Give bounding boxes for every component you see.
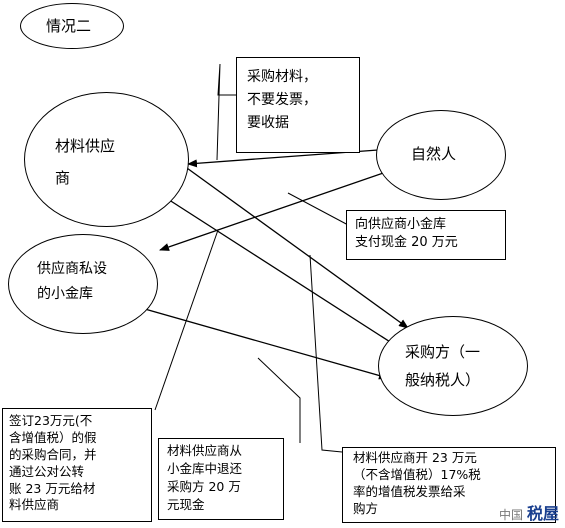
note-pay-cash-text: 向供应商小金库 支付现金 20 万元 bbox=[355, 217, 458, 250]
note-pay-cash: 向供应商小金库 支付现金 20 万元 bbox=[346, 210, 506, 260]
arrow-supplier-to-buyer bbox=[179, 162, 409, 329]
arrow-vault-to-buyer bbox=[119, 301, 389, 380]
vault-node: 供应商私设 的小金库 bbox=[8, 234, 158, 334]
note-buy-material-text: 采购材料， 不要发票， 要收据 bbox=[247, 69, 317, 132]
callout-fake-contract bbox=[154, 229, 219, 411]
watermark-logo: 中国税屋 bbox=[499, 500, 559, 524]
note-invoice-text: 材料供应商开 23 万元 （不含增值税）17%税 率的增值税发票给采 购方 bbox=[353, 450, 481, 516]
supplier-label: 材料供应 商 bbox=[55, 137, 116, 187]
watermark-cn: 中国 bbox=[498, 508, 523, 522]
vault-label: 供应商私设 的小金库 bbox=[37, 261, 107, 302]
callout-refund bbox=[257, 357, 301, 443]
scenario-title-ellipse: 情况二 bbox=[20, 3, 124, 49]
note-fake-contract-text: 签订23万元(不 含增值税）的假 的采购合同，并 通过公对公转 账 23 万元给… bbox=[9, 413, 97, 513]
note-invoice: 材料供应商开 23 万元 （不含增值税）17%税 率的增值税发票给采 购方 bbox=[342, 447, 556, 523]
callout-buy-material bbox=[216, 63, 236, 161]
supplier-node: 材料供应 商 bbox=[24, 92, 189, 227]
callout-pay-cash bbox=[287, 192, 351, 227]
arrow-person-to-vault bbox=[159, 169, 393, 251]
note-refund: 材料供应商从 小金库中退还 采购方 20 万 元现金 bbox=[158, 438, 284, 520]
callout-invoice bbox=[309, 254, 343, 453]
natural-person-node: 自然人 bbox=[376, 110, 506, 200]
arrow-buyer-to-supplier bbox=[162, 195, 399, 348]
buyer-label: 采购方（一 般纳税人） bbox=[405, 343, 481, 389]
natural-person-label: 自然人 bbox=[411, 145, 457, 163]
buyer-node: 采购方（一 般纳税人） bbox=[378, 316, 528, 416]
scenario-title: 情况二 bbox=[46, 17, 92, 35]
note-refund-text: 材料供应商从 小金库中退还 采购方 20 万 元现金 bbox=[167, 443, 243, 513]
note-buy-material: 采购材料， 不要发票， 要收据 bbox=[236, 57, 360, 153]
watermark-brand: 税屋 bbox=[526, 504, 559, 523]
note-fake-contract: 签订23万元(不 含增值税）的假 的采购合同，并 通过公对公转 账 23 万元给… bbox=[2, 408, 152, 522]
